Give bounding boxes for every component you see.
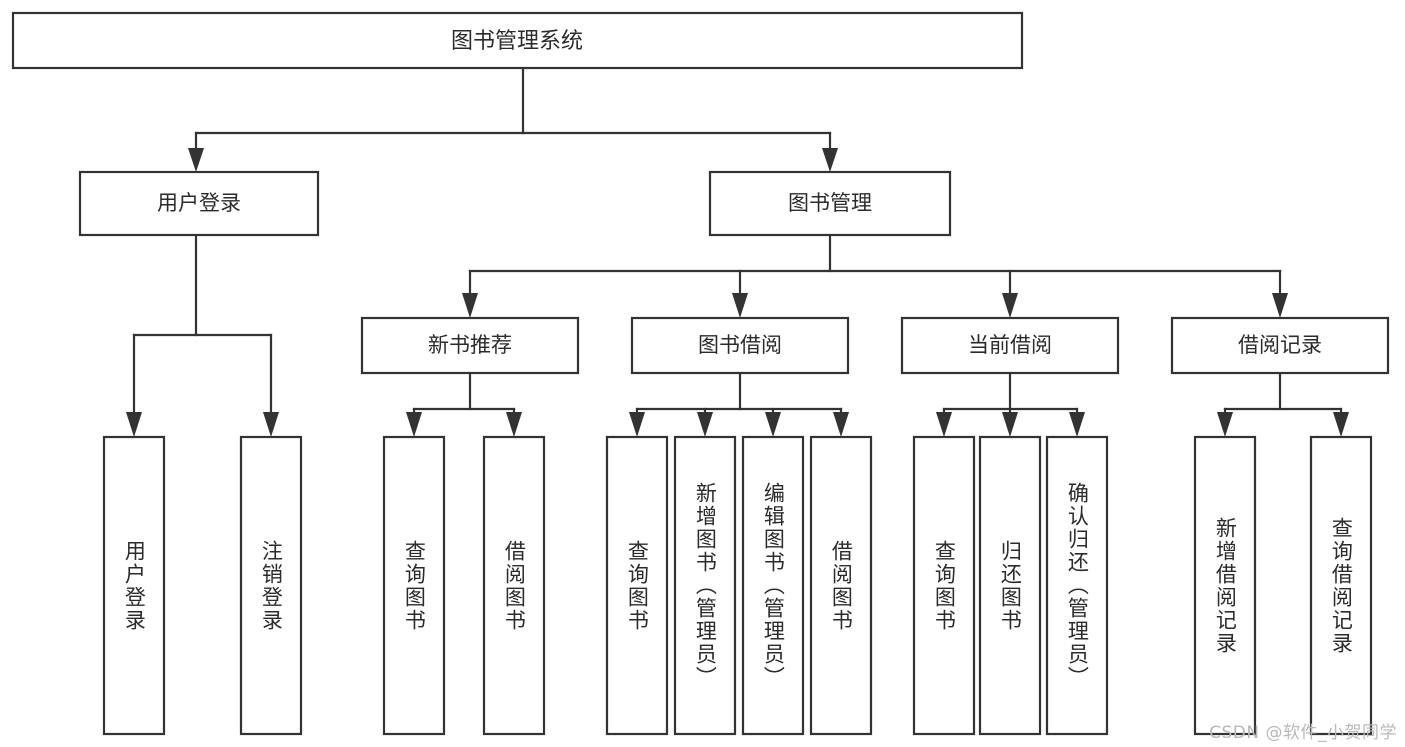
- node-leaf-return-book-box[interactable]: [978, 435, 1042, 736]
- node-leaf-confirm-return-box[interactable]: [1045, 435, 1109, 736]
- arrow-borrow-l4: [833, 412, 849, 437]
- arrow-bm-c2: [732, 293, 748, 318]
- arrow-current-l1: [936, 412, 952, 437]
- arrow-record-l1: [1217, 412, 1233, 437]
- node-leaf-user-login-box[interactable]: [102, 435, 166, 736]
- node-leaf-query-borrow-record-box[interactable]: [1309, 435, 1373, 736]
- arrow-record-l2: [1333, 412, 1349, 437]
- arrow-current-l2: [1002, 412, 1018, 437]
- node-leaf-borrow-book-1-box[interactable]: [482, 435, 546, 736]
- node-leaf-logout-login-box[interactable]: [239, 435, 303, 736]
- node-leaf-edit-book-box[interactable]: [741, 435, 805, 736]
- node-user-login-box[interactable]: [78, 170, 320, 237]
- arrow-bm-c3: [1002, 293, 1018, 318]
- arrow-borrow-l1: [629, 412, 645, 437]
- arrow-userlogin-l1: [126, 412, 142, 437]
- node-leaf-add-borrow-record-box[interactable]: [1193, 435, 1257, 736]
- arrow-bm-c4: [1272, 293, 1288, 318]
- node-book-manage-box[interactable]: [708, 170, 952, 237]
- arrow-newbook-l2: [506, 412, 522, 437]
- node-layer: 图书管理系统 用户登录 图书管理 新书推荐 图书借阅 当前借阅 借阅记录: [11, 11, 1390, 736]
- arrow-root-to-book-manage: [822, 148, 838, 172]
- node-new-book-recommend-box[interactable]: [360, 316, 580, 375]
- node-book-manage-label: 图书管理: [788, 191, 872, 215]
- arrow-newbook-l1: [406, 412, 422, 437]
- node-current-borrow-box[interactable]: [900, 316, 1120, 375]
- node-borrow-record-box[interactable]: [1170, 316, 1390, 375]
- connector-layer: [126, 66, 1349, 437]
- watermark-text: CSDN @软件_小贺同学: [1209, 723, 1397, 743]
- node-leaf-borrow-book-2-box[interactable]: [809, 435, 873, 736]
- node-leaf-query-book-2-box[interactable]: [605, 435, 669, 736]
- arrow-bm-c1: [462, 293, 478, 318]
- node-root-box[interactable]: [11, 11, 1024, 70]
- node-new-book-recommend-label: 新书推荐: [428, 333, 512, 357]
- node-user-login-label: 用户登录: [157, 191, 241, 215]
- arrow-borrow-l2: [697, 412, 713, 437]
- node-leaf-query-book-1-box[interactable]: [382, 435, 446, 736]
- arrow-current-l3: [1069, 412, 1085, 437]
- node-leaf-query-book-3-box[interactable]: [912, 435, 976, 736]
- arrow-borrow-l3: [765, 412, 781, 437]
- node-book-borrow-box[interactable]: [630, 316, 850, 375]
- arrow-userlogin-l2: [263, 412, 279, 437]
- node-current-borrow-label: 当前借阅: [968, 333, 1052, 357]
- node-root-label: 图书管理系统: [451, 29, 583, 54]
- node-leaf-add-book-box[interactable]: [673, 435, 737, 736]
- arrow-root-to-user-login: [188, 148, 204, 172]
- node-book-borrow-label: 图书借阅: [698, 333, 782, 357]
- node-borrow-record-label: 借阅记录: [1238, 333, 1322, 357]
